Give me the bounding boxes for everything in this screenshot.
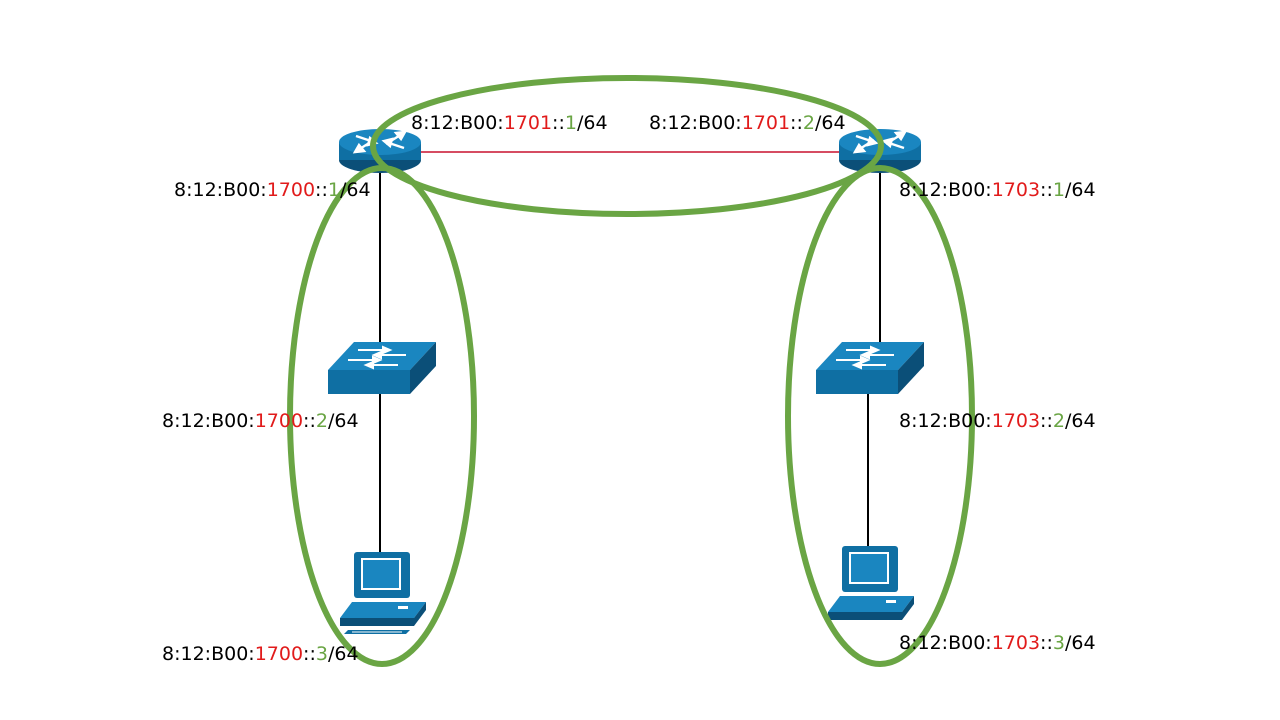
pc-icon	[828, 546, 914, 620]
address-host: 2	[802, 112, 815, 134]
subnet-ellipse-left	[287, 165, 477, 667]
address-prefix-length: /64	[1064, 632, 1096, 654]
address-host: 1	[564, 112, 577, 134]
address-separator: ::	[552, 112, 565, 134]
address-prefix: 8:12:B00:	[899, 179, 992, 201]
address-host: 2	[315, 410, 328, 432]
router-left-wan-address: 8:12:B00:1701::1/64	[411, 114, 608, 133]
address-host: 1	[1052, 179, 1065, 201]
address-host: 3	[1052, 632, 1065, 654]
address-subnet: 1701	[741, 112, 791, 134]
address-prefix-length: /64	[327, 410, 359, 432]
router-left-lan-address: 8:12:B00:1700::1/64	[174, 181, 371, 200]
address-prefix: 8:12:B00:	[162, 410, 255, 432]
pc-left-address: 8:12:B00:1700::3/64	[162, 645, 359, 664]
router-right-wan-address: 8:12:B00:1701::2/64	[649, 114, 846, 133]
switch-icon	[328, 342, 436, 394]
address-prefix-length: /64	[576, 112, 608, 134]
address-prefix-length: /64	[327, 643, 359, 665]
address-subnet: 1700	[266, 179, 316, 201]
address-prefix: 8:12:B00:	[174, 179, 267, 201]
address-separator: ::	[1040, 410, 1053, 432]
address-prefix: 8:12:B00:	[411, 112, 504, 134]
address-host: 1	[327, 179, 340, 201]
address-host: 3	[315, 643, 328, 665]
address-separator: ::	[790, 112, 803, 134]
switch-icon	[816, 342, 924, 394]
address-prefix-length: /64	[1064, 179, 1096, 201]
address-subnet: 1703	[991, 410, 1041, 432]
address-prefix-length: /64	[1064, 410, 1096, 432]
address-subnet: 1703	[991, 632, 1041, 654]
router-right-lan-address: 8:12:B00:1703::1/64	[899, 181, 1096, 200]
switch-left-address: 8:12:B00:1700::2/64	[162, 412, 359, 431]
address-prefix: 8:12:B00:	[162, 643, 255, 665]
address-subnet: 1701	[503, 112, 553, 134]
address-separator: ::	[1040, 632, 1053, 654]
pc-right-address: 8:12:B00:1703::3/64	[899, 634, 1096, 653]
address-host: 2	[1052, 410, 1065, 432]
address-subnet: 1700	[254, 410, 304, 432]
switch-right-address: 8:12:B00:1703::2/64	[899, 412, 1096, 431]
subnet-ellipse-right	[785, 165, 975, 667]
subnet-ellipse-wan	[370, 75, 884, 217]
address-prefix-length: /64	[339, 179, 371, 201]
address-separator: ::	[1040, 179, 1053, 201]
address-subnet: 1703	[991, 179, 1041, 201]
address-prefix: 8:12:B00:	[899, 410, 992, 432]
address-prefix: 8:12:B00:	[649, 112, 742, 134]
address-prefix: 8:12:B00:	[899, 632, 992, 654]
pc-icon	[340, 552, 426, 634]
address-subnet: 1700	[254, 643, 304, 665]
address-separator: ::	[303, 410, 316, 432]
address-prefix-length: /64	[814, 112, 846, 134]
address-separator: ::	[315, 179, 328, 201]
address-separator: ::	[303, 643, 316, 665]
